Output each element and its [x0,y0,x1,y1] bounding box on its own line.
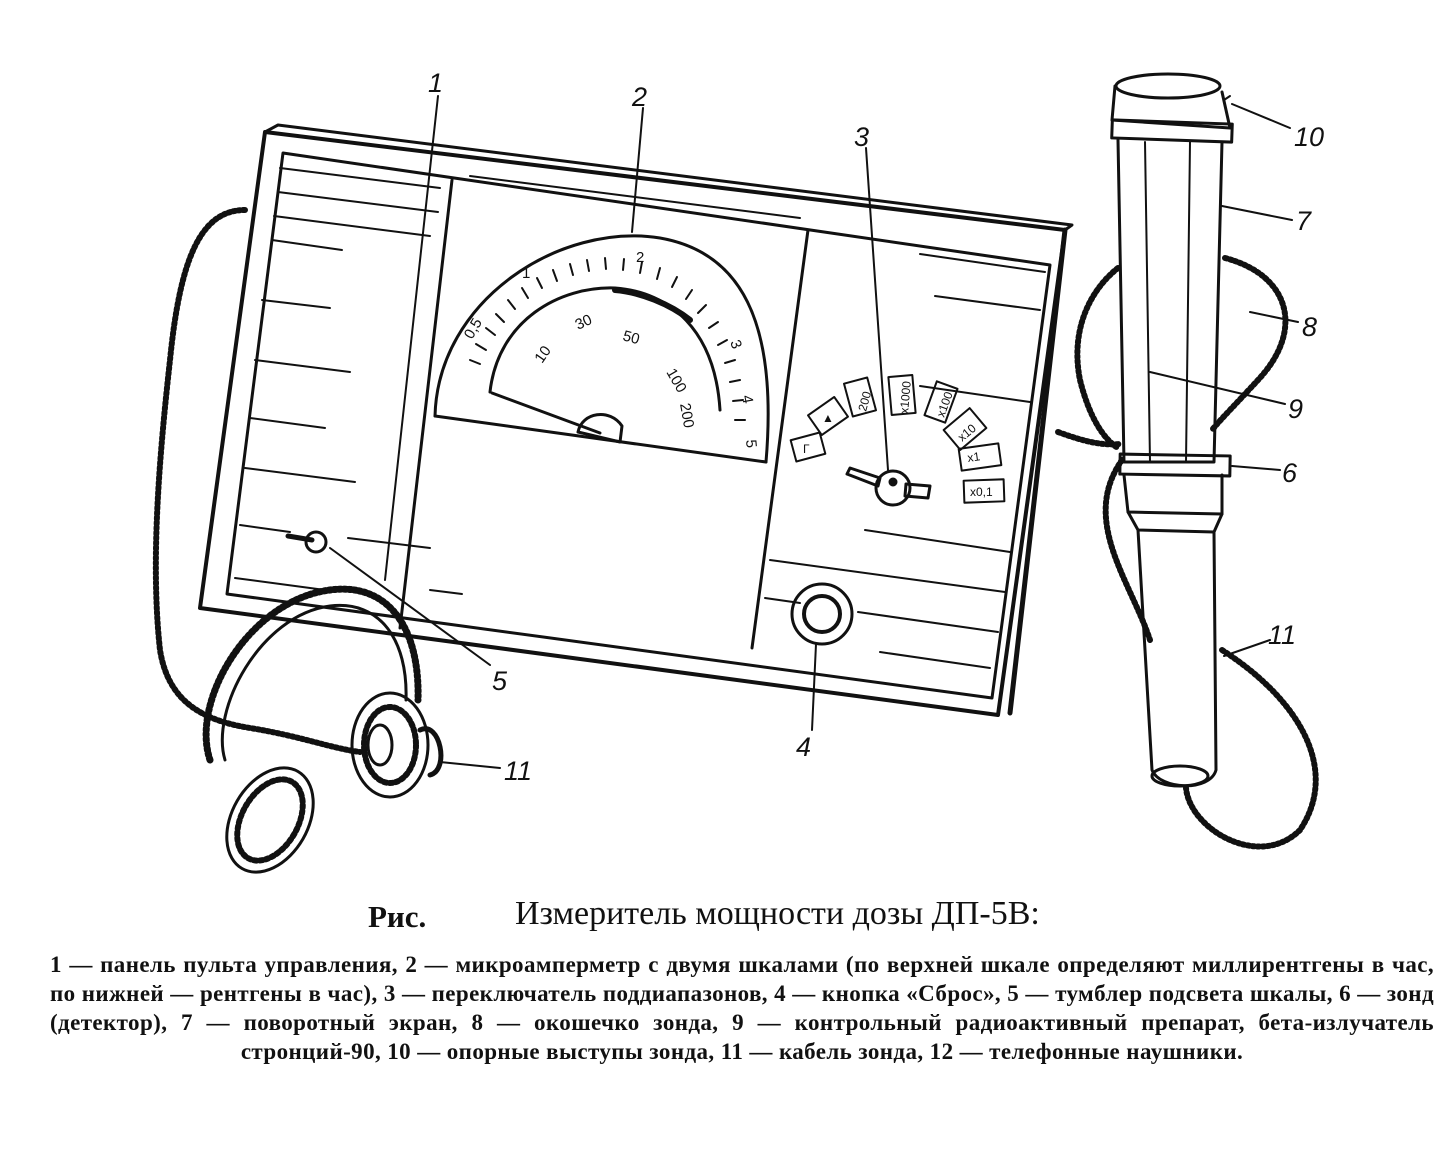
callout-4: 4 [796,732,811,762]
callout-8: 8 [1302,312,1317,342]
device-illustration: 1 2 3 4 5 6 7 8 9 10 11 11 0,5 1 2 3 4 5… [152,68,1324,874]
callout-3: 3 [854,122,869,152]
lower-scale-label: 50 [621,327,642,348]
caption-prefix: Рис. [368,899,427,934]
probe-cable [152,207,1319,850]
range-key-label: ▲ [822,411,834,425]
upper-scale-label: 1 [522,265,530,282]
upper-scale-label: 5 [742,439,760,449]
reset-button [790,582,854,646]
figure-legend: 1 — панель пульта управления, 2 — микроа… [50,952,1434,1064]
range-key-label: 200 [855,389,874,412]
callout-10: 10 [1294,122,1324,152]
callout-6: 6 [1282,458,1298,488]
callout-11-headphones: 11 [504,756,532,786]
lower-scale-label: 200 [676,402,697,430]
backlight-toggle [285,530,328,554]
callout-11-probe: 11 [1268,620,1296,650]
caption-title: Измеритель мощности дозы ДП-5В: [515,895,1040,932]
upper-scale-label: 4 [738,394,756,405]
callout-5: 5 [492,666,508,696]
callout-9: 9 [1288,394,1303,424]
callout-7: 7 [1296,206,1312,236]
range-key-label: x10 [955,421,979,444]
lower-scale-label: 30 [573,311,595,333]
lower-scale-label: 10 [531,343,554,366]
headphones [202,585,444,874]
leader-lines [329,95,1299,769]
upper-scale-label: 2 [636,249,644,266]
lower-scale-label: 100 [663,366,690,396]
callout-2: 2 [631,82,647,112]
microammeter [433,234,770,464]
range-key-label: x1000 [897,380,914,414]
probe [1110,72,1234,788]
range-switch [845,466,932,507]
callout-1: 1 [428,68,443,98]
range-key-label: Г [803,442,810,456]
range-key-boxes [789,374,1006,504]
range-key-label: x0,1 [970,485,993,499]
upper-scale-label: 0,5 [461,315,486,342]
range-key-label: x1 [966,449,981,465]
instrument-case [198,123,1074,717]
upper-scale-label: 3 [726,338,745,352]
figure-caption: Рис. Измеритель мощности дозы ДП-5В: [0,893,1446,943]
